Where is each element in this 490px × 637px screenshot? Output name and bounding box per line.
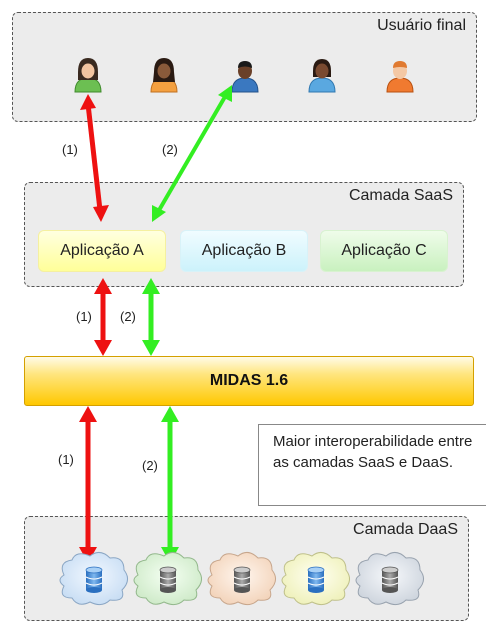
database-cloud-icon-4 xyxy=(281,552,350,606)
arrow-label-user-2: (2) xyxy=(162,142,178,157)
arrow-saas-midas-2 xyxy=(142,278,160,356)
arrow-label-saas-1: (1) xyxy=(76,309,92,324)
midas-bar: MIDAS 1.6 xyxy=(24,356,474,406)
arrow-midas-daas-2 xyxy=(161,406,179,563)
user-icon-5 xyxy=(386,61,414,93)
arrow-user-app-2 xyxy=(152,85,232,222)
user-icon-4 xyxy=(308,59,336,93)
arrow-label-saas-2: (2) xyxy=(120,309,136,324)
arrow-user-app-1 xyxy=(80,94,109,222)
arrow-saas-midas-1 xyxy=(94,278,112,356)
daas-layer-title: Camada DaaS xyxy=(353,521,458,538)
arrow-label-daas-1: (1) xyxy=(58,452,74,467)
user-icon-1 xyxy=(74,58,102,93)
interoperability-note: Maior interoperabilidade entre as camada… xyxy=(258,424,486,506)
arrow-label-daas-2: (2) xyxy=(142,458,158,473)
saas-layer-title: Camada SaaS xyxy=(348,187,453,204)
database-cloud-icon-1 xyxy=(59,552,128,606)
app-b[interactable]: Aplicação B xyxy=(180,230,308,272)
database-cloud-icon-3 xyxy=(207,552,276,606)
arrow-midas-daas-1 xyxy=(79,406,97,563)
database-cloud-icon-2 xyxy=(133,552,202,606)
database-cloud-icon-5 xyxy=(355,552,424,606)
end-user-layer-title: Usuário final xyxy=(377,17,466,34)
app-c[interactable]: Aplicação C xyxy=(320,230,448,272)
user-icon-3 xyxy=(231,61,259,93)
arrow-label-user-1: (1) xyxy=(62,142,78,157)
app-a[interactable]: Aplicação A xyxy=(38,230,166,272)
user-icon-2 xyxy=(150,58,178,93)
